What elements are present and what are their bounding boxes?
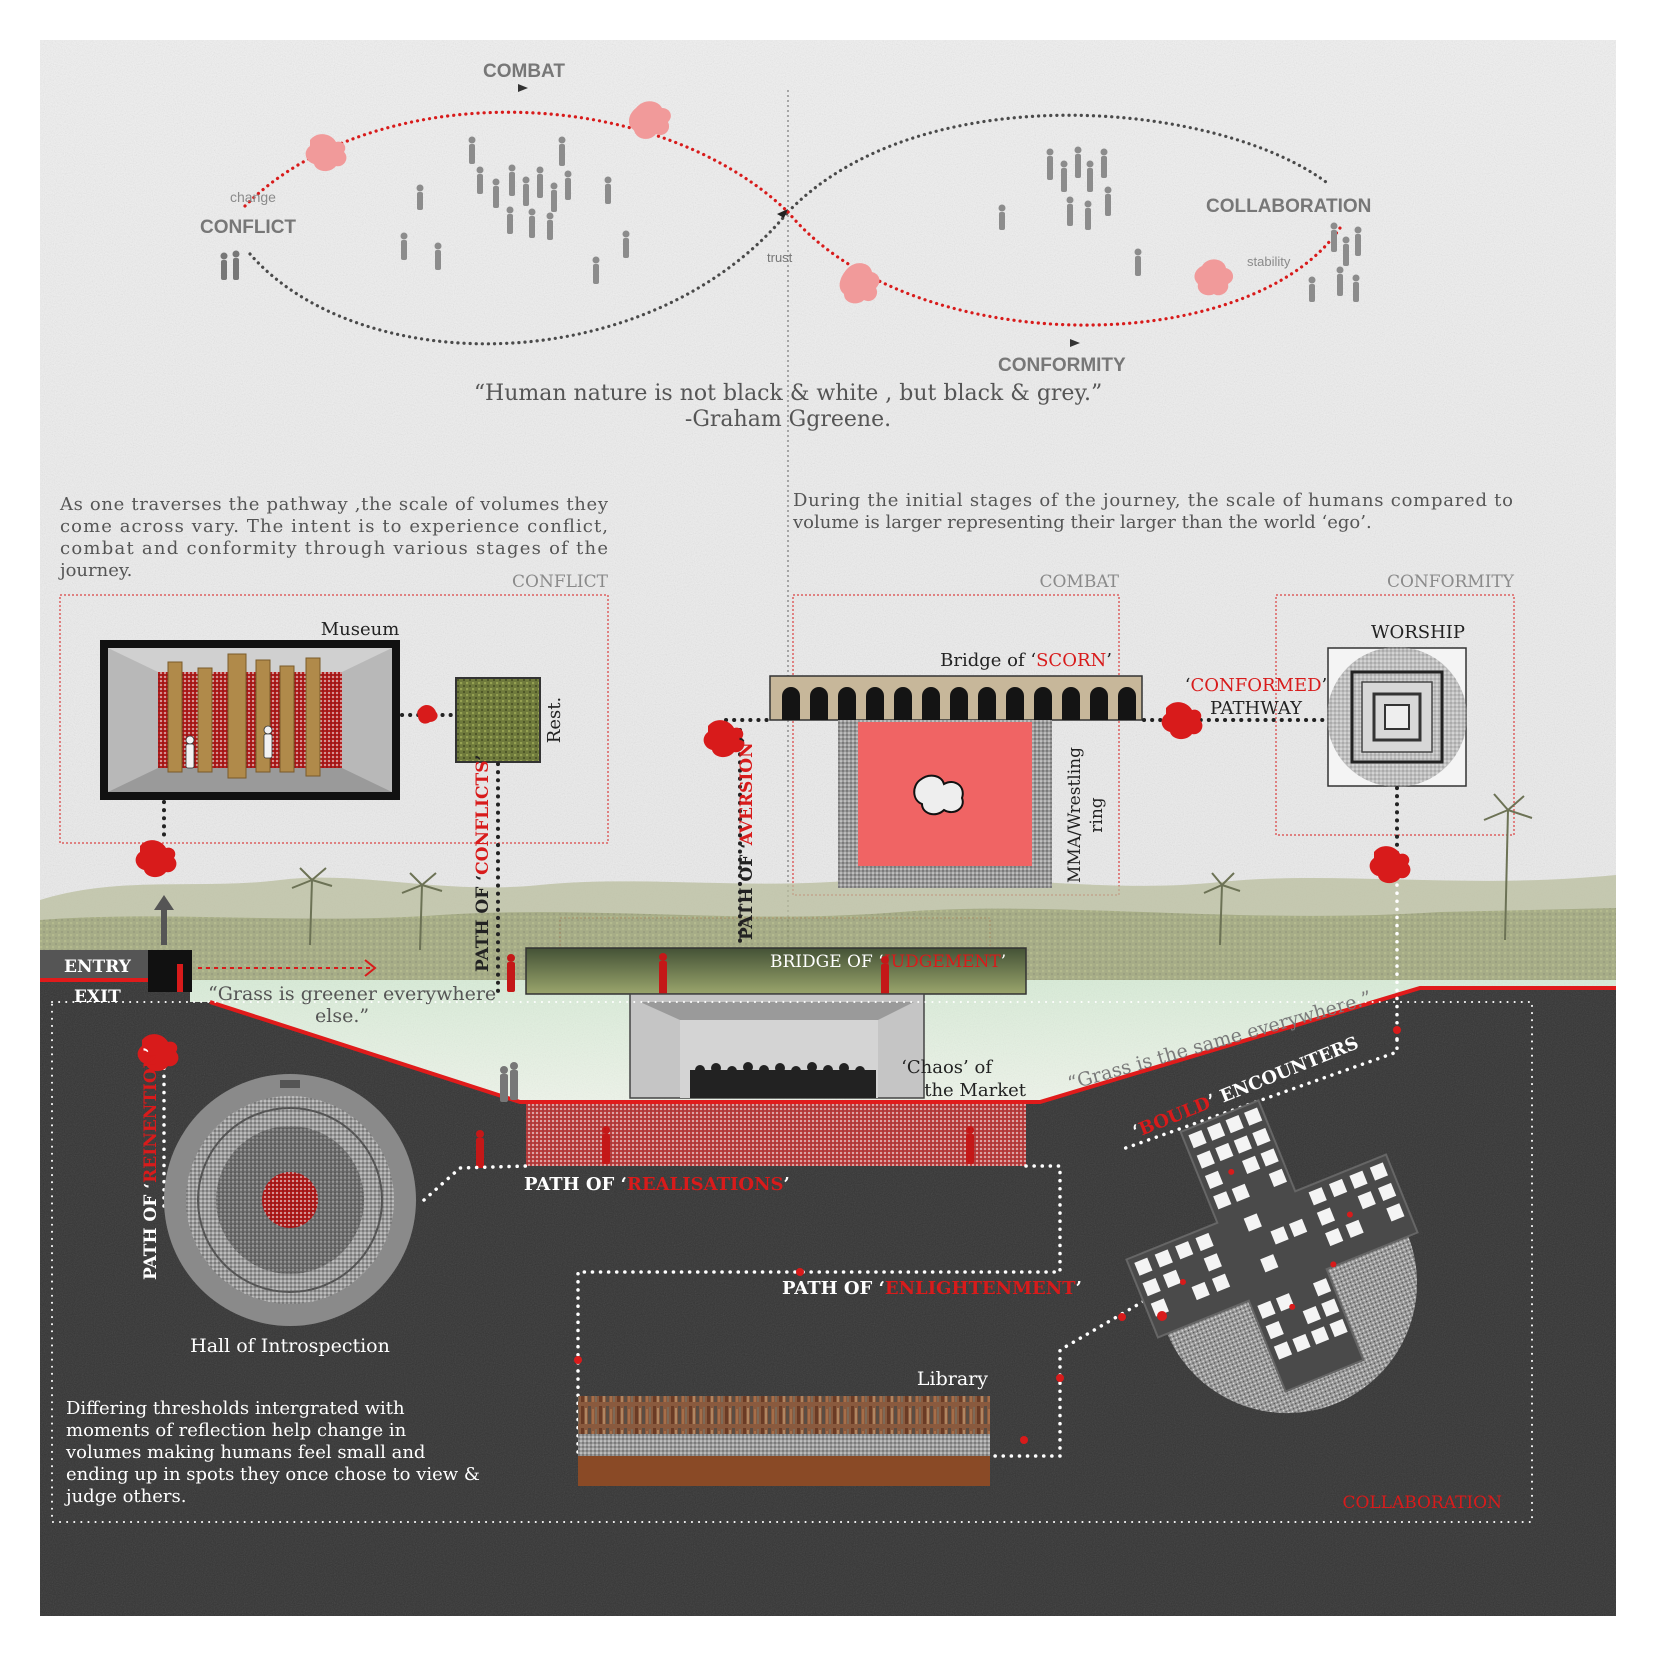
museum-label: Museum xyxy=(321,619,400,640)
library-shelves xyxy=(578,1396,990,1434)
intro-right-line: During the initial stages of the journey… xyxy=(793,490,1513,511)
exit-label: EXIT xyxy=(74,987,121,1007)
label-conformity: CONFORMITY xyxy=(998,355,1126,376)
footer-line: judge others. xyxy=(64,1486,186,1507)
library-label: Library xyxy=(917,1368,988,1390)
worship-label: WORSHIP xyxy=(1371,622,1465,643)
intro-left-line: come across vary. The intent is to exper… xyxy=(60,516,608,537)
pathway-label: PATHWAY xyxy=(1210,698,1303,719)
entry-portal xyxy=(148,950,192,992)
path-conflicts-label: PATH OF ‘CONFLICTS’ xyxy=(473,755,493,972)
label-collaboration: COLLABORATION xyxy=(1206,196,1371,217)
bridge-scorn-label: Bridge of ‘SCORN’ xyxy=(940,650,1112,671)
hall-label: Hall of Introspection xyxy=(190,1335,390,1357)
quote-text: “Human nature is not black & white , but… xyxy=(474,381,1102,406)
quote-author: -Graham Ggreene. xyxy=(685,407,891,432)
path-reinvention-label: PATH OF ‘REINENTION’ xyxy=(141,1047,161,1280)
intro-left-line: As one traverses the pathway ,the scale … xyxy=(59,494,609,515)
label-trust: trust xyxy=(767,250,793,265)
label-conflict: CONFLICT xyxy=(200,217,296,238)
footer-line: volumes making humans feel small and xyxy=(65,1442,425,1463)
path-aversion-label: PATH OF ‘AVERSION’ xyxy=(737,736,757,940)
grass-greener-line: else.” xyxy=(315,1005,369,1027)
label-combat: COMBAT xyxy=(483,61,565,82)
hall-core xyxy=(262,1172,318,1228)
diagram-board: COMBAT change CONFLICT trust COLLABORATI… xyxy=(40,40,1616,1616)
footer-line: moments of reflection help change in xyxy=(66,1420,407,1441)
intro-right-line: volume is larger representing their larg… xyxy=(792,512,1372,533)
entry-label: ENTRY xyxy=(64,957,132,977)
entry-figure-icon xyxy=(177,964,183,992)
label-change: change xyxy=(230,189,276,205)
zone-label-collaboration: COLLABORATION xyxy=(1342,1493,1502,1513)
path-realisations-label: PATH OF ‘REALISATIONS’ xyxy=(524,1174,790,1195)
rest-label: Rest. xyxy=(544,697,565,743)
chaos-label-line: the Market xyxy=(924,1080,1027,1101)
zone-label-combat: COMBAT xyxy=(1039,572,1119,592)
library-base xyxy=(578,1456,990,1486)
intro-left-line: combat and conformity through various st… xyxy=(60,538,608,559)
path-enlightenment-label: PATH OF ‘ENLIGHTENMENT’ xyxy=(782,1278,1082,1299)
mma-label-line: ring xyxy=(1087,797,1107,833)
market-crowd-icons xyxy=(690,1062,876,1098)
zone-label-conflict: CONFLICT xyxy=(512,572,609,592)
footer-line: ending up in spots they once chose to vi… xyxy=(66,1464,480,1485)
mma-label-line: MMA/Wrestling xyxy=(1065,747,1085,883)
path-marker-icon xyxy=(1157,1311,1167,1321)
chaos-label-line: ‘Chaos’ of xyxy=(901,1057,993,1078)
label-stability: stability xyxy=(1247,254,1291,269)
conformed-label: ‘CONFORMED’ xyxy=(1185,675,1328,696)
rest-garden xyxy=(456,678,540,762)
zone-label-conformity: CONFORMITY xyxy=(1387,572,1515,592)
intro-left-line: journey. xyxy=(58,560,132,581)
diagram-canvas: COMBAT change CONFLICT trust COLLABORATI… xyxy=(40,40,1616,1616)
footer-line: Differing thresholds intergrated with xyxy=(66,1398,405,1419)
